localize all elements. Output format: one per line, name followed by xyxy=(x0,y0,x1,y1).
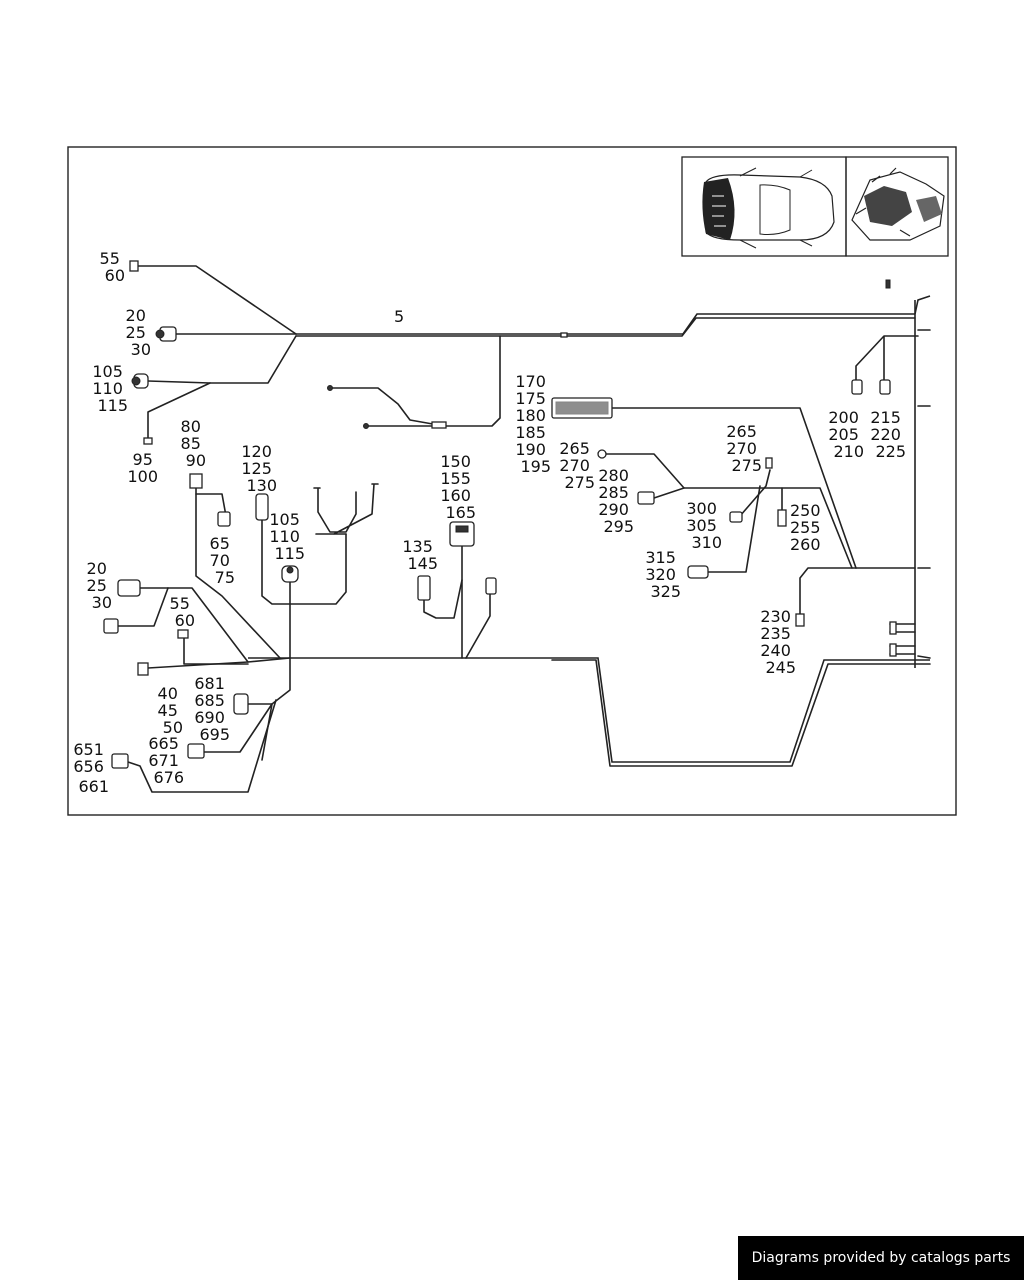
harness-wires xyxy=(117,265,931,793)
engine-locator-thumbnail xyxy=(845,156,949,257)
callout-150-155-160-165: 150 155 160 165 xyxy=(440,452,476,522)
vehicle-locator-thumbnail xyxy=(681,156,847,257)
callout-40-45-50: 40 45 50 xyxy=(158,684,183,737)
callout-55-60-top: 55 60 xyxy=(100,249,125,285)
credit-banner: Diagrams provided by catalogs parts xyxy=(738,1236,1024,1280)
callout-265-270-275-right: 265 270 275 xyxy=(726,422,762,475)
callout-300-305-310: 300 305 310 xyxy=(686,499,722,552)
callout-250-255-260: 250 255 260 xyxy=(790,501,826,554)
callout-105-110-115-top: 105 110 115 xyxy=(92,362,128,415)
callout-55-60-bottom: 55 60 xyxy=(170,594,195,630)
callout-265-270-275-left: 265 270 275 xyxy=(559,439,595,492)
callout-20-25-30-top: 20 25 30 xyxy=(126,306,151,359)
callout-200-205-210: 200 205 210 xyxy=(828,408,864,461)
callout-215-220-225: 215 220 225 xyxy=(870,408,906,461)
diagram-frame xyxy=(67,146,957,816)
callout-5: 5 xyxy=(394,307,404,326)
callout-681-695: 681 685 690 695 xyxy=(194,674,230,744)
callout-105-110-115-center: 105 110 115 xyxy=(269,510,305,563)
callout-280-285-290-295: 280 285 290 295 xyxy=(598,466,634,536)
callout-665-671-676: 665 671 676 xyxy=(148,734,184,787)
callout-95-100: 95 100 xyxy=(127,450,158,486)
callout-65-70-75: 65 70 75 xyxy=(210,534,235,587)
callout-170-195: 170 175 180 185 190 195 xyxy=(515,372,551,476)
callout-80-85-90: 80 85 90 xyxy=(181,417,206,470)
callout-651-656-661: 651 656 661 xyxy=(73,740,109,796)
callout-315-320-325: 315 320 325 xyxy=(645,548,681,601)
callout-20-25-30-bottom: 20 25 30 xyxy=(87,559,112,612)
connectors xyxy=(103,260,897,769)
callout-120-125-130: 120 125 130 xyxy=(241,442,277,495)
callout-135-145: 135 145 xyxy=(402,537,438,573)
callout-labels: 5 55 60 20 25 30 105 110 115 95 100 80 8… xyxy=(73,249,906,796)
callout-230-245: 230 235 240 245 xyxy=(760,607,796,677)
